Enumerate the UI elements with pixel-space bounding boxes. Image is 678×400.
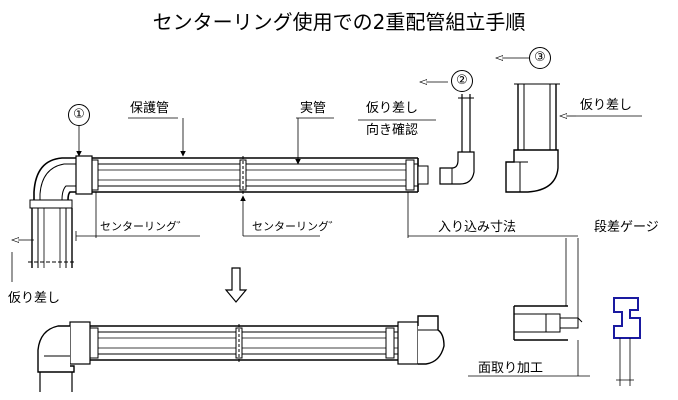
elbow-socket bbox=[75, 155, 93, 195]
elbow-outer-curve bbox=[33, 157, 76, 200]
centering-left-label: センターリング゛ bbox=[100, 220, 188, 233]
centering-ring-right bbox=[405, 159, 415, 191]
bottom-assembly bbox=[37, 315, 445, 392]
down-arrow-icon bbox=[224, 267, 248, 303]
chamfer-detail bbox=[468, 238, 590, 377]
bottom-right-socket bbox=[397, 321, 419, 365]
step2-elbow-body bbox=[439, 151, 475, 185]
elbow-inner-pipe-2 bbox=[61, 185, 76, 201]
bottom-centering-right bbox=[385, 327, 395, 359]
real-pipe-protrusion bbox=[417, 165, 429, 185]
real-pipe-label: 実管 bbox=[300, 101, 327, 116]
chamfer-ring bbox=[545, 313, 561, 333]
step2-marker: ② bbox=[451, 70, 473, 92]
top-assembly bbox=[12, 117, 578, 282]
step-gauge-label: 段差ゲージ bbox=[594, 220, 659, 235]
step-gauge bbox=[613, 297, 641, 386]
insertion-dimension-label: 入り込み寸法 bbox=[438, 220, 517, 235]
step3-marker: ③ bbox=[529, 47, 551, 69]
step3-elbow bbox=[496, 58, 642, 193]
bottom-right-elbow bbox=[417, 315, 445, 365]
elbow-collar bbox=[29, 199, 73, 209]
centering-mid-label: センターリング゛ bbox=[252, 220, 340, 233]
step1-marker: ① bbox=[68, 104, 90, 126]
chamfer-inner-pipe-end bbox=[559, 317, 579, 329]
transition-arrow bbox=[224, 267, 248, 303]
temp-insert-label: 仮り差し bbox=[366, 101, 419, 116]
centering-ring-mid bbox=[239, 159, 247, 191]
elbow-inner-curve bbox=[67, 191, 76, 201]
elbow-inner-pipe-1 bbox=[39, 163, 76, 200]
protective-pipe-label: 保護管 bbox=[130, 101, 170, 116]
temp-insert-top-label: 仮り差し bbox=[580, 98, 633, 113]
bottom-left-socket bbox=[69, 321, 91, 365]
diagram-title: センターリング使用での2重配管組立手順 bbox=[152, 10, 526, 34]
orientation-check-label: 向き確認 bbox=[366, 123, 419, 138]
bottom-centering-mid bbox=[235, 327, 243, 359]
chamfering-label: 面取り加工 bbox=[478, 361, 544, 376]
bottom-left-elbow bbox=[37, 325, 75, 373]
step2-elbow bbox=[358, 82, 475, 185]
temp-insert-left-label: 仮り差し bbox=[8, 291, 61, 306]
chamfer-bevel bbox=[577, 317, 583, 323]
step3-elbow-body bbox=[505, 149, 559, 193]
step-gauge-profile bbox=[613, 297, 641, 339]
bottom-centering-left bbox=[89, 327, 99, 359]
